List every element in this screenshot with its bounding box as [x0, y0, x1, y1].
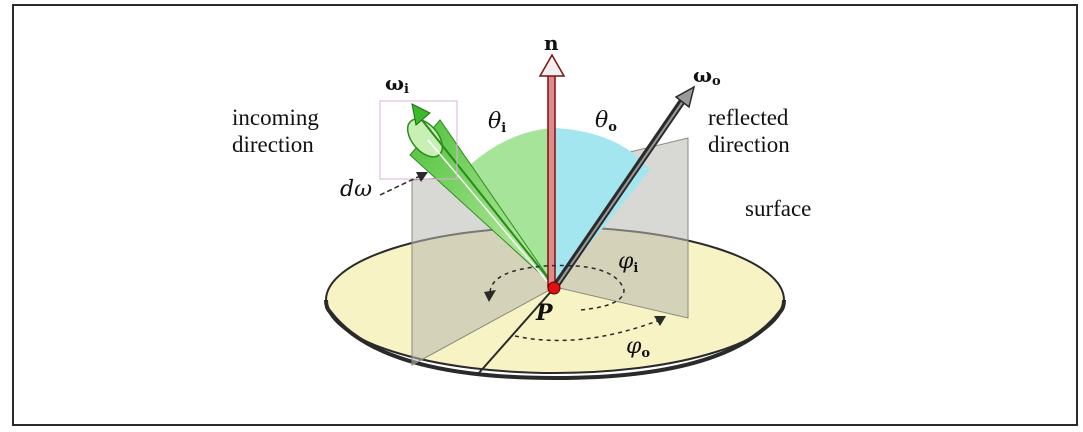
incoming-direction-line1: incoming: [232, 105, 319, 130]
phi-i-arc: [489, 264, 625, 311]
incoming-ray: [417, 114, 556, 288]
theta-o-label: θo: [595, 108, 617, 135]
reflected-direction-line2: direction: [708, 132, 790, 157]
radial-line: [477, 286, 556, 375]
normal-label: n: [544, 31, 559, 55]
surface-disk-edge: [324, 299, 786, 381]
d-omega-label: dω: [340, 177, 372, 202]
omega-o-label: ωo: [693, 63, 721, 89]
point-p-label: P: [535, 300, 554, 326]
reflected-shaft-highlight: [556, 100, 684, 286]
phi-o-arc: [514, 319, 661, 342]
phi-o-label: φo: [626, 334, 650, 361]
omega-i-label: ωi: [385, 71, 409, 97]
phi-i-arc-arrowhead: [484, 290, 496, 302]
reflected-direction-line1: reflected: [708, 105, 789, 130]
theta-i-label: θi: [488, 109, 506, 136]
normal-shaft: [547, 71, 556, 288]
normal-arrowhead: [538, 53, 566, 77]
phi-o-arc-arrowhead: [654, 316, 666, 326]
incoming-direction-line2: direction: [232, 132, 314, 157]
theta-i-region: [470, 128, 555, 287]
d-omega-arrowhead: [416, 172, 428, 182]
omega-i-box: [379, 100, 458, 180]
surface-label: surface: [745, 196, 811, 221]
incoming-arrowhead: [411, 103, 431, 126]
incoming-ray-inner: [427, 139, 553, 288]
phi-i-label: φi: [618, 249, 638, 276]
reflected-arrowhead: [674, 85, 696, 109]
point-p-marker: [547, 281, 561, 295]
